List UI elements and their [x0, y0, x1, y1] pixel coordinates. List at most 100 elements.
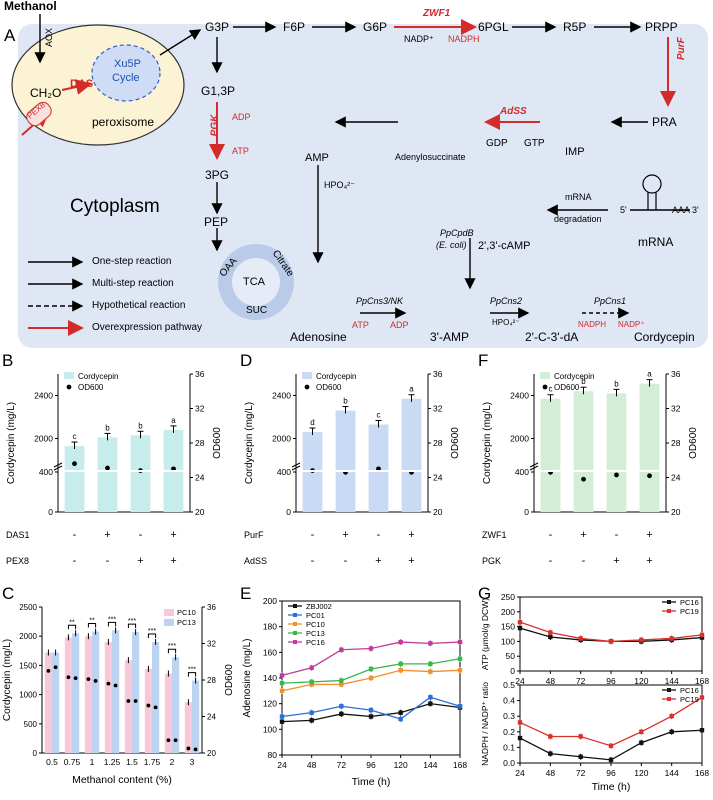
pep-label: PEP: [204, 215, 229, 229]
bar-PC10: [124, 660, 132, 753]
data-point-PC13: [457, 656, 463, 661]
od600-point: [46, 668, 51, 673]
data-point-PC01: [457, 704, 463, 709]
bar-PC10: [84, 636, 92, 753]
legend-swatch-cordycepin: [540, 372, 550, 379]
x-tick-label: 96: [366, 760, 376, 770]
x-tick-label: 1: [90, 757, 95, 767]
legend-cordycepin: Cordycepin: [316, 372, 356, 381]
data-point-PC16: [699, 728, 705, 733]
atp-label: ATP: [232, 146, 249, 156]
y2-axis-label: OD600: [224, 664, 235, 696]
bar-PC13: [172, 657, 180, 753]
x-tick-label: 2: [170, 757, 175, 767]
axis-break: [297, 463, 427, 468]
tca-label: TCA: [243, 276, 265, 288]
sig-stars: ***: [108, 616, 116, 623]
row-1-mark: -: [615, 529, 619, 541]
legend-swatch: [164, 619, 174, 626]
sig-letter: a: [171, 416, 176, 425]
y2-tick-label: 32: [195, 404, 205, 414]
r5p-label: R5P: [563, 20, 587, 34]
panel-label-e: E: [240, 585, 251, 603]
ppcpdb-label: PpCpdB: [440, 228, 474, 238]
y-tick-label: 0.4: [503, 696, 515, 706]
sig-letter: c: [549, 385, 553, 394]
suc-label: SUC: [246, 305, 268, 316]
legend-multi-step: Multi-step reaction: [92, 278, 174, 289]
y2-tick-label: 24: [433, 473, 443, 483]
data-point-PC10: [457, 668, 463, 673]
sig-letter: c: [73, 432, 77, 441]
od600-point: [105, 465, 110, 471]
legend-od600: OD600: [78, 383, 104, 392]
row-2-mark: -: [73, 555, 77, 567]
x-tick-label: 48: [546, 676, 556, 686]
row-2-mark: +: [137, 555, 143, 567]
adenosine-label: Adenosine: [290, 330, 347, 344]
cytoplasm-label: Cytoplasm: [70, 196, 160, 217]
bar-PC13: [192, 680, 200, 753]
y2-tick-label: 32: [671, 404, 681, 414]
x-tick-label: 0.75: [64, 757, 81, 767]
x-tick-label: 120: [634, 768, 648, 778]
row-1-mark: +: [646, 529, 652, 541]
axis-break: [59, 463, 189, 468]
bar-PC13: [152, 642, 160, 753]
row-2-mark: -: [549, 555, 553, 567]
legend-marker: [293, 622, 297, 626]
y-tick-label: 2400: [34, 391, 53, 401]
cycle-label: Cycle: [112, 72, 140, 84]
sig-bracket: [67, 624, 77, 630]
data-point-PC01: [309, 710, 314, 715]
data-point-PC19: [699, 695, 705, 700]
panel-a: A: [0, 0, 713, 355]
legend-marker: [293, 604, 297, 608]
chart-d: DCordycepinOD6000400200024002024283236Co…: [240, 351, 461, 594]
nadph-label-2: NADPH: [578, 320, 607, 329]
sig-letter: b: [614, 379, 619, 388]
y2-tick-label: 28: [433, 438, 443, 448]
y2-tick-label: 20: [433, 507, 443, 517]
od600-point: [193, 747, 198, 752]
y-axis-label: Cordycepin (mg/L): [2, 639, 13, 721]
y2-axis-label: OD600: [688, 427, 699, 459]
data-point-PC19: [669, 714, 674, 719]
bar-PC19: [639, 383, 660, 512]
bar-PC10: [64, 446, 85, 512]
y-tick-label: 120: [263, 699, 277, 709]
x-tick-label: 144: [665, 768, 679, 778]
mrna-3-label: AAA 3': [672, 205, 699, 215]
y2-tick-label: 36: [671, 369, 681, 379]
legend-one-step: One-step reaction: [92, 256, 172, 267]
y-tick-label: 0.0: [503, 758, 515, 768]
od600-point: [153, 705, 158, 710]
data-point-PC16: [428, 641, 433, 646]
x-tick-label: 120: [634, 676, 648, 686]
y2-tick-label: 32: [207, 640, 216, 649]
row-2-mark: -: [344, 555, 348, 567]
row-2-mark: +: [170, 555, 176, 567]
y-tick-label: 150: [501, 622, 515, 632]
x-tick-label: 168: [695, 768, 709, 778]
y2-tick-label: 24: [195, 473, 205, 483]
y2-tick-label: 20: [207, 749, 216, 758]
sig-letter: b: [138, 421, 143, 430]
g13p-label: G1,3P: [201, 84, 236, 98]
data-point-ZBJ002: [398, 710, 403, 715]
data-point-PC19: [517, 619, 523, 625]
row-1-mark: +: [580, 529, 586, 541]
y-tick-label: 0: [510, 666, 515, 676]
legend-cordycepin: Cordycepin: [78, 372, 118, 381]
x-tick-label: 24: [277, 760, 287, 770]
y-tick-label: 180: [263, 622, 277, 632]
da-label: 2'-C-3'-dA: [525, 330, 579, 344]
hpo4-label-2: HPO₄²⁻: [492, 318, 520, 327]
plot-frame: [519, 596, 703, 672]
sig-letter: b: [581, 377, 586, 386]
data-point-PC19: [578, 734, 583, 739]
legend-label: PC13: [306, 629, 325, 638]
row-2-mark: +: [613, 555, 619, 567]
